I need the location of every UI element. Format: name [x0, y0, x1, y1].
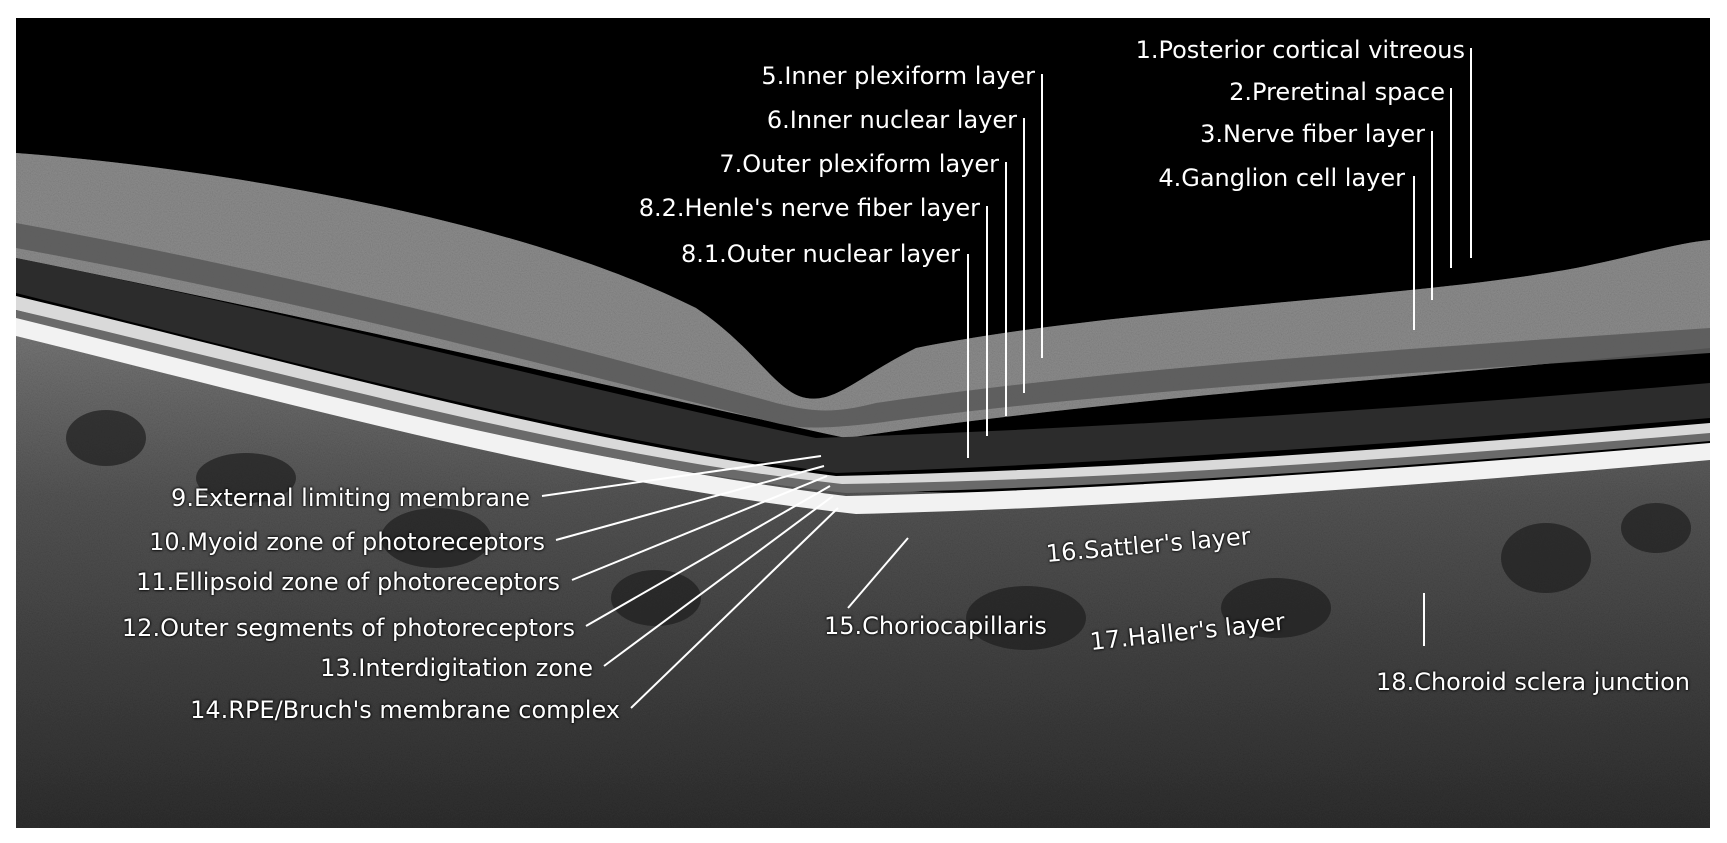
ellipsoid-dark-gap [16, 310, 1710, 493]
label-preretinal-space: 2.Preretinal space [1229, 78, 1445, 106]
label-interdigitation-zone: 13.Interdigitation zone [320, 654, 593, 682]
label-nerve-fiber-layer: 3.Nerve fiber layer [1200, 120, 1425, 148]
label-inner-plexiform-layer: 5.Inner plexiform layer [761, 62, 1035, 90]
label-external-limiting-membrane: 9.External limiting membrane [171, 484, 530, 512]
label-choriocapillaris: 15.Choriocapillaris [824, 612, 1047, 640]
label-outer-segments: 12.Outer segments of photoreceptors [121, 614, 575, 642]
label-posterior-cortical-vitreous: 1.Posterior cortical vitreous [1135, 36, 1465, 64]
outer-nuclear-band [16, 258, 1710, 473]
label-rpe-bruchs-complex: 14.RPE/Bruch's membrane complex [190, 696, 620, 724]
label-outer-nuclear-layer: 8.1.Outer nuclear layer [680, 240, 960, 268]
inner-plexiform-band [16, 223, 1710, 428]
oct-scan-figure: 1.Posterior cortical vitreous 2.Preretin… [16, 18, 1710, 828]
label-choroid-sclera-junction: 18.Choroid sclera junction [1376, 668, 1690, 696]
label-ganglion-cell-layer: 4.Ganglion cell layer [1158, 164, 1405, 192]
label-inner-nuclear-layer: 6.Inner nuclear layer [766, 106, 1017, 134]
choroid-vessels [66, 410, 1691, 650]
label-ellipsoid-zone: 11.Ellipsoid zone of photoreceptors [136, 568, 560, 596]
rpe-band [16, 316, 1710, 514]
retina-cross-section [16, 48, 1710, 828]
choroid-region [16, 318, 1710, 828]
label-myoid-zone: 10.Myoid zone of photoreceptors [149, 528, 545, 556]
label-henles-nerve-fiber-layer: 8.2.Henle's nerve fiber layer [638, 194, 980, 222]
leader-lines [541, 48, 1472, 709]
label-outer-plexiform-layer: 7.Outer plexiform layer [719, 150, 999, 178]
